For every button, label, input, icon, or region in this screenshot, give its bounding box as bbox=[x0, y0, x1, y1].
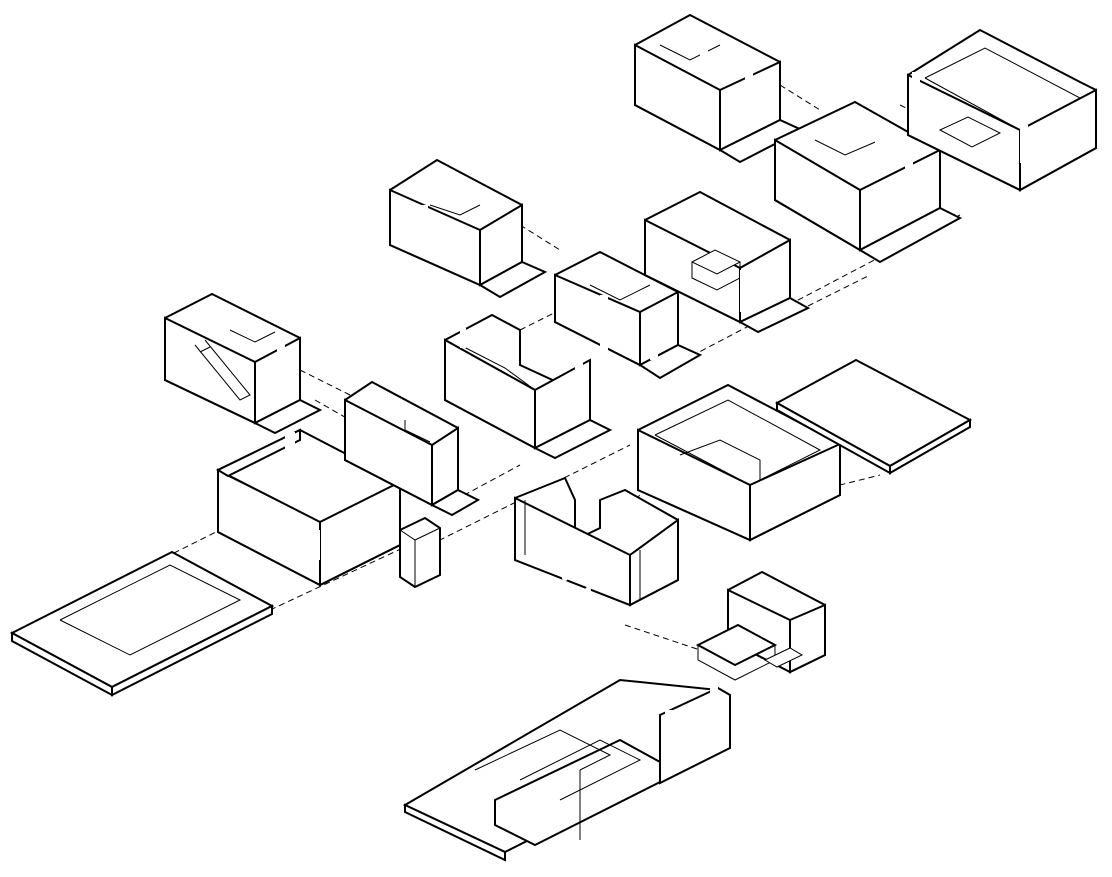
freestanding-cabinet bbox=[399, 516, 441, 589]
guide-line bbox=[779, 84, 821, 111]
narrow-room-left bbox=[344, 380, 481, 517]
door-opening bbox=[740, 270, 748, 312]
bathroom-center bbox=[554, 250, 703, 380]
guide-line bbox=[269, 539, 421, 611]
door-opening bbox=[818, 455, 826, 490]
door-opening bbox=[745, 70, 753, 115]
large-room-center-right bbox=[637, 383, 841, 542]
guide-line bbox=[624, 624, 701, 651]
guide-line bbox=[664, 214, 961, 371]
door-opening bbox=[460, 328, 466, 348]
guide-line bbox=[299, 369, 351, 396]
door-opening bbox=[912, 72, 920, 110]
door-opening bbox=[905, 162, 913, 212]
door-opening bbox=[770, 480, 778, 518]
door-opening bbox=[575, 358, 583, 408]
corner-room-center bbox=[444, 313, 613, 460]
door-opening bbox=[310, 530, 320, 560]
door-opening bbox=[488, 232, 496, 272]
upper-room-top bbox=[634, 13, 805, 164]
upper-room-middle bbox=[774, 100, 963, 264]
floor-marker bbox=[562, 575, 568, 581]
ground-slab-left bbox=[9, 550, 275, 697]
door-opening bbox=[650, 310, 658, 360]
roof-slab-right bbox=[774, 358, 973, 475]
upper-room-right bbox=[907, 28, 1097, 192]
door-opening bbox=[420, 205, 428, 247]
kitchen-wall-module bbox=[695, 570, 826, 681]
door-opening bbox=[277, 340, 285, 385]
stair-room bbox=[164, 292, 323, 435]
closet-room-lower bbox=[514, 476, 679, 607]
bedroom-center bbox=[644, 190, 811, 334]
guide-line bbox=[519, 224, 561, 251]
floor-marker bbox=[585, 587, 591, 593]
small-room-upper-left bbox=[389, 158, 548, 299]
door-opening bbox=[665, 710, 673, 750]
kitchen-slab-bottom bbox=[402, 678, 731, 862]
door-opening bbox=[875, 128, 883, 173]
door-opening bbox=[1020, 125, 1028, 163]
door-opening bbox=[600, 295, 608, 350]
door-opening bbox=[692, 198, 700, 238]
ground-floor-room-left bbox=[215, 428, 401, 587]
door-opening bbox=[285, 432, 295, 470]
guide-line bbox=[519, 309, 561, 331]
door-opening bbox=[700, 36, 708, 76]
door-opening bbox=[710, 685, 718, 725]
